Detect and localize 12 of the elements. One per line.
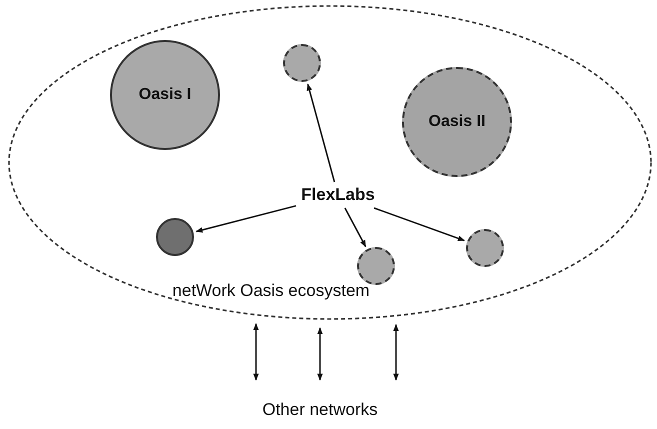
arrow — [253, 323, 259, 381]
arrow — [317, 327, 323, 381]
arrow — [344, 208, 366, 248]
arrow — [196, 205, 296, 233]
circle-label: Oasis II — [428, 113, 486, 131]
node-label: Other networks — [240, 398, 400, 422]
circle-label: Oasis I — [138, 86, 192, 104]
node-label: FlexLabs — [298, 184, 378, 206]
arrow — [393, 324, 399, 381]
ecosystem-label: netWork Oasis ecosystem — [171, 280, 371, 302]
arrow — [306, 84, 336, 182]
arrow — [374, 207, 465, 242]
